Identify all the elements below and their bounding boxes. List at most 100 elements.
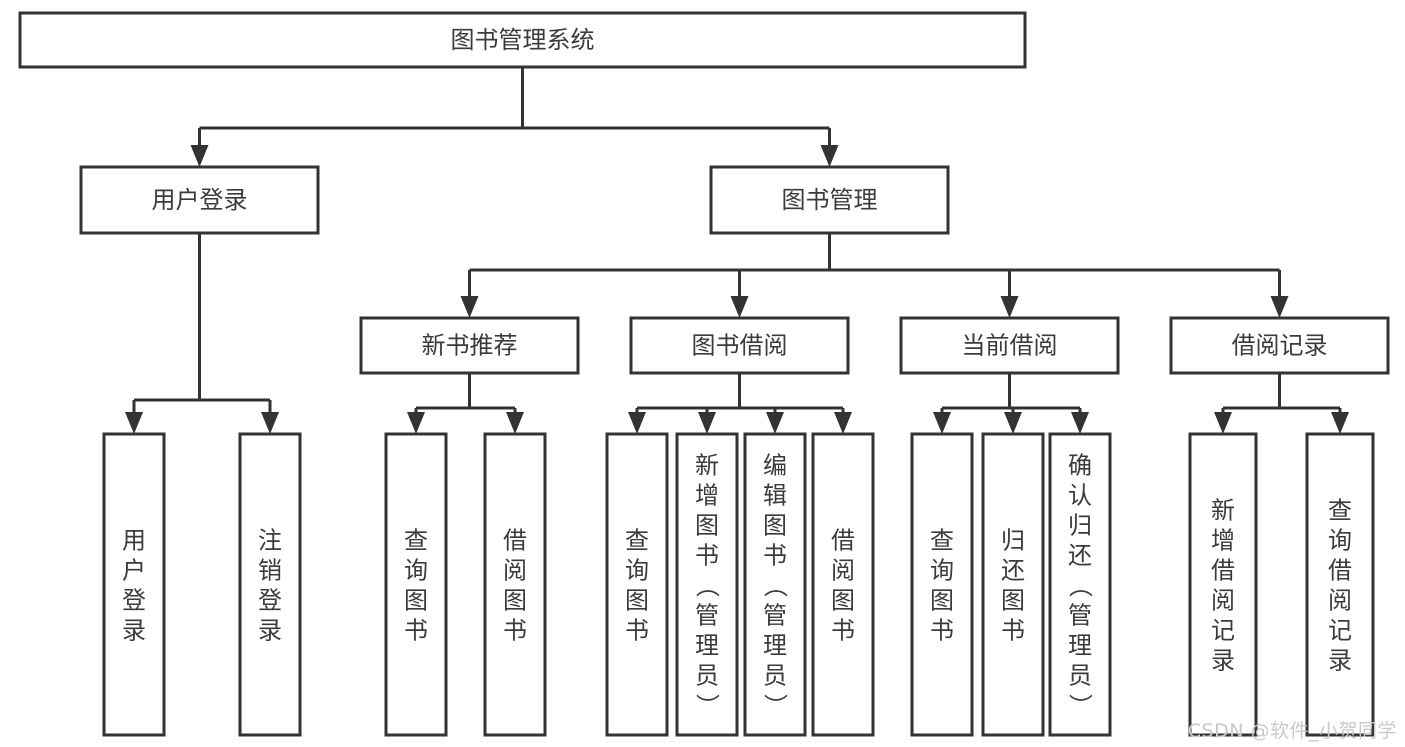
connector-layer xyxy=(125,67,1349,434)
node-label-char: 员 xyxy=(763,662,787,690)
node-label-char: 阅 xyxy=(503,557,527,585)
node-label-char: 记 xyxy=(1328,617,1352,645)
node-label-char: 书 xyxy=(695,542,719,570)
node-label-char: 图 xyxy=(930,587,954,615)
node-图书管理系统[interactable]: 图书管理系统 xyxy=(18,11,1027,69)
node-label: 图书管理系统 xyxy=(451,26,595,54)
node-label-char: 阅 xyxy=(1211,587,1235,615)
node-label-char: 询 xyxy=(625,557,649,585)
node-label-char: ） xyxy=(693,694,721,718)
node-label-char: 管 xyxy=(1068,602,1092,630)
node-label: 当前借阅 xyxy=(962,332,1058,360)
node-label-char: 书 xyxy=(404,617,428,645)
node-box xyxy=(709,165,950,235)
node-label-char: 员 xyxy=(1068,662,1092,690)
node-label-char: （ xyxy=(761,574,789,598)
node-label-char: 增 xyxy=(695,482,719,510)
node-box xyxy=(1048,432,1112,737)
node-label-char: 确 xyxy=(1068,452,1092,480)
node-label-char: 理 xyxy=(763,632,787,660)
node-label-char: 查 xyxy=(930,527,954,555)
node-label: 图书借阅 xyxy=(692,332,788,360)
node-当前借阅[interactable]: 当前借阅 xyxy=(899,316,1120,375)
node-label-char: 录 xyxy=(1328,647,1352,675)
node-label-char: 管 xyxy=(695,602,719,630)
node-label-char: 录 xyxy=(122,617,146,645)
node-用户登录[interactable]: 用户登录 xyxy=(79,165,320,235)
node-label-char: 认 xyxy=(1068,482,1092,510)
node-label-char: 新 xyxy=(695,452,719,480)
node-label-char: 图 xyxy=(831,587,855,615)
node-box xyxy=(102,432,166,737)
node-label-char: 登 xyxy=(258,587,282,615)
node-label-char: 询 xyxy=(1328,527,1352,555)
node-label-char: 归 xyxy=(1001,527,1025,555)
node-label-char: 员 xyxy=(695,662,719,690)
node-图书管理[interactable]: 图书管理 xyxy=(709,165,950,235)
node-box xyxy=(981,432,1045,737)
node-box xyxy=(79,165,320,235)
node-box xyxy=(359,316,580,375)
node-label-char: 阅 xyxy=(831,557,855,585)
node-label-char: 查 xyxy=(1328,497,1352,525)
node-label-char: 归 xyxy=(1068,512,1092,540)
node-box xyxy=(1305,432,1375,737)
node-用户登录[interactable]: 用户登录 xyxy=(102,432,166,737)
node-label-char: 阅 xyxy=(1328,587,1352,615)
node-box xyxy=(384,432,448,737)
node-label-char: 编 xyxy=(763,452,787,480)
node-label-char: 销 xyxy=(258,557,282,585)
node-label-char: 新 xyxy=(1211,497,1235,525)
node-label-char: 辑 xyxy=(763,482,787,510)
node-label-char: 询 xyxy=(404,557,428,585)
node-label-char: 图 xyxy=(404,587,428,615)
node-label-char: 登 xyxy=(122,587,146,615)
node-label-char: 理 xyxy=(695,632,719,660)
node-label-char: 查 xyxy=(625,527,649,555)
node-label-char: 图 xyxy=(1001,587,1025,615)
node-新书推荐[interactable]: 新书推荐 xyxy=(359,316,580,375)
node-label-char: 图 xyxy=(695,512,719,540)
node-label-char: （ xyxy=(1066,574,1094,598)
watermark-label: CSDN @软件_小贺同学 xyxy=(1187,720,1397,742)
node-label-char: （ xyxy=(693,574,721,598)
node-label: 新书推荐 xyxy=(422,332,518,360)
node-label-char: 书 xyxy=(1001,617,1025,645)
node-box xyxy=(238,432,302,737)
node-图书借阅[interactable]: 图书借阅 xyxy=(629,316,850,375)
node-box xyxy=(899,316,1120,375)
node-box xyxy=(1169,316,1390,375)
node-box xyxy=(910,432,974,737)
node-box xyxy=(605,432,669,737)
node-label: 用户登录 xyxy=(152,186,248,214)
node-label-char: 图 xyxy=(763,512,787,540)
node-label-char: ） xyxy=(1066,694,1094,718)
node-box xyxy=(743,432,807,737)
node-label-char: 还 xyxy=(1001,557,1025,585)
node-label-char: 图 xyxy=(503,587,527,615)
node-借阅记录[interactable]: 借阅记录 xyxy=(1169,316,1390,375)
node-label-char: ） xyxy=(761,694,789,718)
node-label-char: 录 xyxy=(258,617,282,645)
node-label: 图书管理 xyxy=(782,186,878,214)
node-label-char: 询 xyxy=(930,557,954,585)
node-label-char: 增 xyxy=(1211,527,1235,555)
node-box xyxy=(18,11,1027,69)
node-box xyxy=(629,316,850,375)
node-label-char: 借 xyxy=(831,527,855,555)
node-label-char: 理 xyxy=(1068,632,1092,660)
node-label-char: 注 xyxy=(258,527,282,555)
